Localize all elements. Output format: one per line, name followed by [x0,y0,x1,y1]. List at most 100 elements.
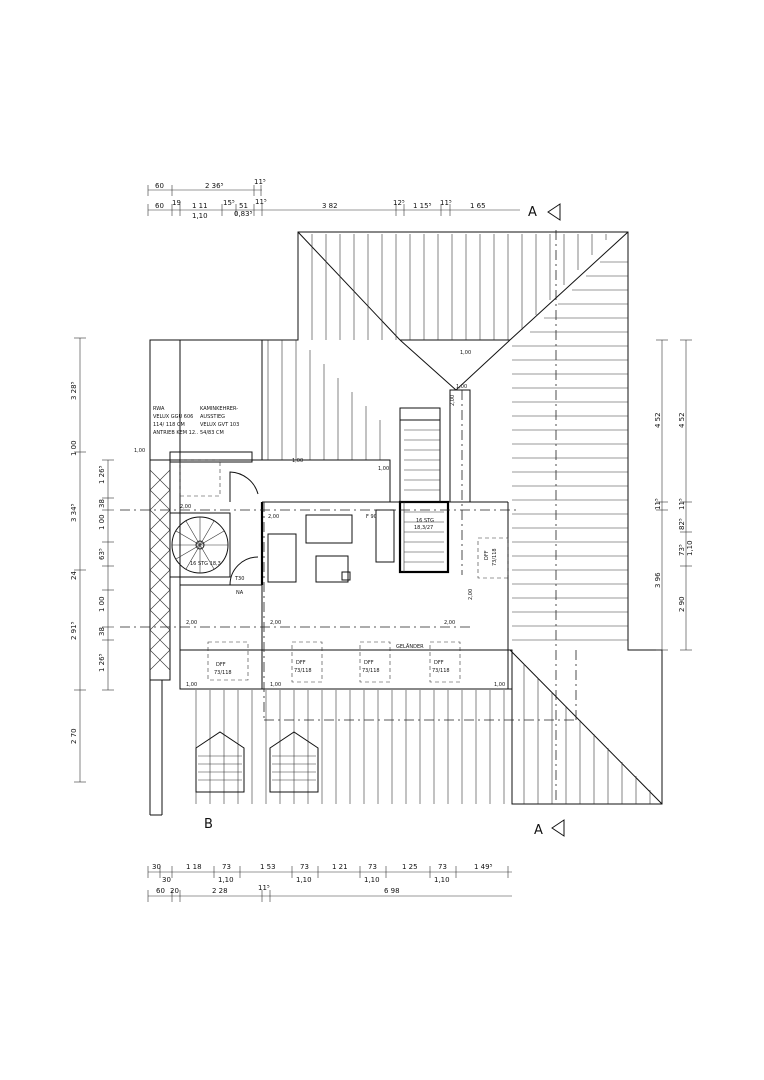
dim-label: 1 26⁵ [98,653,106,672]
note-line: 114/ 118 CM [153,422,185,428]
dim-label: 73 [300,863,309,871]
dim-label: 1 21 [332,863,348,871]
dim-label: 1 00 [98,596,106,612]
height-labels: 1,00 1,00 1,00 2,00 2,00 2,00 2,00 2,00 … [134,350,505,688]
window-label: DFF [296,660,306,666]
window-label: DFF [434,660,444,666]
note-line: AUSSTIEG [200,414,225,420]
dim-label: 51 [239,202,248,210]
dim-label: 6 98 [384,887,400,895]
dim-label: 11⁵ [255,198,267,206]
dim-label: 60 [155,182,164,190]
dim-label: 1 00 [98,514,106,530]
dim-label: 1 00 [70,440,78,456]
dim-label: 30 [152,863,161,871]
dim-label: 1 18 [186,863,202,871]
dim-label: 11⁵ [654,498,662,510]
spiral-staircase: 16 STG 18,3 [169,512,231,578]
svg-text:A: A [528,205,537,220]
height-label: 1,00 [456,384,467,390]
rwa-note: RWA VELUX GGU 606 114/ 118 CM ANTRIEB KE… [153,406,199,436]
dim-label: 11⁵ [258,884,270,892]
doors: T30 NA F 90 [229,471,377,596]
label-f90: F 90 [366,514,377,520]
window-size: 73/118 [432,668,450,674]
dim-label: 3 28⁵ [70,381,78,400]
window-label: DFF [364,660,374,666]
note-line: ANTRIEB KEM 12.. [153,430,199,436]
dim-label: 20 [170,887,179,895]
dim-label: 12⁵ [393,199,405,207]
dim-label: 1,10 [296,876,312,884]
dim-label: 2 91⁵ [70,621,78,640]
dim-label: 60 [155,202,164,210]
height-label: 2,00 [270,620,281,626]
kamin-note: KAMINKEHRER- AUSSTIEG VELUX GVT 103 54/8… [200,406,239,436]
height-label: 2,00 [268,514,279,520]
window-size: 73/118 [362,668,380,674]
dim-label: 38 [98,499,106,508]
dim-label: 1,10 [192,212,208,220]
dim-label: 1 25 [402,863,418,871]
dim-label: 4 52 [678,412,686,428]
svg-text:A: A [534,823,543,838]
dim-label: 1 49⁵ [474,863,493,871]
stair-note: 16 STG 18,3/27 [414,518,434,531]
dim-label: 1 26⁵ [98,465,106,484]
dim-label: 3 34⁵ [70,503,78,522]
height-label: 2,00 [444,620,455,626]
dim-label: 15⁵ [223,199,235,207]
dim-label: 19 [172,199,181,207]
label-na: NA [236,590,244,596]
dim-label: 1,10 [434,876,450,884]
height-label: 2,00 [180,504,191,510]
dim-label: 1,10 [686,540,694,556]
label-t30: T30 [234,576,244,582]
dimension-chain-bottom-2: 60 20 2 28 11⁵ 6 98 [147,884,512,902]
dim-label: 2 36⁵ [205,182,224,190]
window-size: 73/118 [294,668,312,674]
height-label: 1,00 [460,350,471,356]
dim-label: 30 [162,876,171,884]
dim-label: 1 65 [470,202,486,210]
note-line: 16 STG [416,518,434,524]
height-label: 1,00 [378,466,389,472]
note-line: 18,3/27 [414,525,433,531]
dim-label: 11⁵ [254,178,266,186]
dim-label: 4 52 [654,412,662,428]
window-size: 73/118 [492,548,498,566]
height-label: 2,00 [186,620,197,626]
note-line: RWA [153,406,165,412]
dim-label: 2 70 [70,728,78,744]
dimension-chain-top-1: 60 2 36⁵ 11⁵ [147,178,266,196]
spiral-stair-label: 16 STG 18,3 [190,561,221,567]
window-label: DFF [484,550,490,560]
dim-label: 11⁵ [678,498,686,510]
dim-label: 82⁵ [678,518,686,530]
window-label: DFF [216,662,226,668]
dim-label: 3 82 [322,202,338,210]
dim-label: 1 53 [260,863,276,871]
dim-label: 2 90 [678,596,686,612]
window-labels: DFF 73/118 DFF 73/118 DFF 73/118 DFF 73/… [214,548,498,676]
section-marker-b: B [204,817,213,832]
dim-label: 63⁵ [98,548,106,560]
dim-label: 60 [156,887,165,895]
centerlines [120,390,577,721]
dim-label: 73 [368,863,377,871]
dim-label: 24 [70,571,78,580]
height-label: 1,00 [134,448,145,454]
note-line: VELUX GGU 606 [153,414,193,420]
height-label: 1,00 [186,682,197,688]
window-size: 73/118 [214,670,232,676]
dim-label: 3 96 [654,572,662,588]
height-label: 1,00 [292,458,303,464]
dimension-chain-left: 3 28⁵ 1 00 1 26⁵ 3 34⁵ 38 1 00 63⁵ 24 2 … [70,337,114,783]
dim-label: 1,10 [218,876,234,884]
height-label: 2,00 [450,395,456,406]
roof-hatching [195,234,651,804]
dimension-chain-bottom-1: 30 30 1 18 73 1,10 1 53 73 1,10 1 21 73 … [147,863,512,884]
dim-label: 1,10 [364,876,380,884]
building-walls [149,339,512,816]
gelander-label: GELÄNDER [396,643,424,650]
